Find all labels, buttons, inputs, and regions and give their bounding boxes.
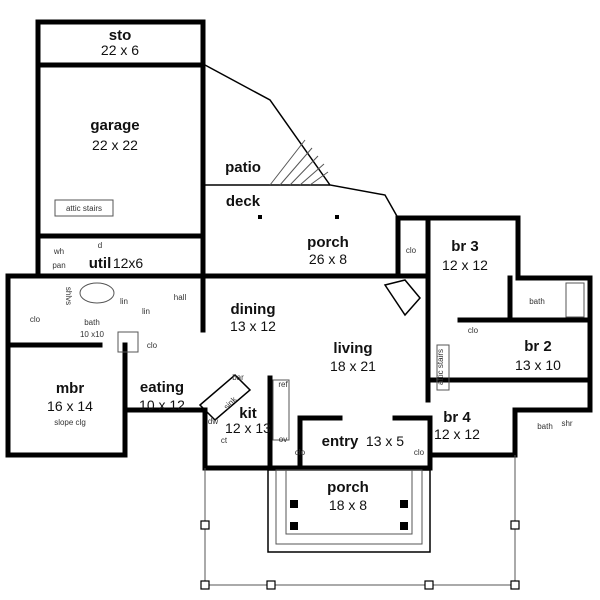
room-garage-name: garage [90, 117, 139, 134]
front-porch-name: porch [327, 479, 369, 496]
master-bath-name: bath [84, 318, 100, 327]
room-sto-dims: 22 x 6 [101, 42, 139, 58]
room-br2-dims: 13 x 10 [515, 357, 561, 373]
room-garage-dims: 22 x 22 [92, 137, 138, 153]
mbr-note: slope clg [54, 418, 86, 427]
rear-porch-name: porch [307, 234, 349, 251]
hall-clo: clo [147, 341, 158, 350]
patio-label: patio [225, 159, 261, 176]
master-bath-dims: 10 x10 [80, 330, 105, 339]
util-d: d [98, 241, 102, 250]
room-br4-name: br 4 [443, 409, 471, 426]
hall-label: hall [174, 293, 187, 302]
room-mbr-name: mbr [56, 380, 85, 397]
room-util-name: util [89, 255, 112, 272]
room-dining-dims: 13 x 12 [230, 318, 276, 334]
entry-clo-right: clo [414, 448, 425, 457]
kit-bar: bar [232, 373, 244, 382]
br2-clo: clo [468, 326, 479, 335]
entry-clo-left: clo [295, 448, 306, 457]
fixtures [54, 199, 585, 441]
kit-sink: sink [222, 394, 239, 411]
garage-attic-stairs: attic stairs [66, 204, 102, 213]
bath-lin-1: lin [120, 297, 128, 306]
room-util-dims: 12x6 [113, 255, 144, 271]
room-br3-dims: 12 x 12 [442, 257, 488, 273]
deck-label: deck [226, 193, 261, 210]
attic-stairs-label: attic stairs [436, 349, 445, 385]
kit-ref: ref [278, 380, 288, 389]
br4-bath: bath [537, 422, 553, 431]
kit-dw: dw [208, 417, 218, 426]
br3-clo: clo [406, 246, 417, 255]
br4-shr: shr [561, 419, 572, 428]
room-living-dims: 18 x 21 [330, 358, 376, 374]
bath-shlvs: shlvs [64, 287, 73, 305]
rear-porch-dims: 26 x 8 [309, 251, 347, 267]
bath-lin-2: lin [142, 307, 150, 316]
room-br4-dims: 12 x 12 [434, 426, 480, 442]
master-clo: clo [30, 315, 41, 324]
util-pan: pan [52, 261, 65, 270]
util-wh: wh [53, 247, 64, 256]
room-dining-name: dining [231, 301, 276, 318]
room-entry-name: entry [322, 433, 359, 450]
room-living-name: living [333, 340, 372, 357]
kit-ct: ct [221, 436, 228, 445]
br2-bath: bath [529, 297, 545, 306]
front-porch-outline [200, 455, 520, 590]
exterior-walls [5, 19, 593, 471]
room-eating-dims: 10 x 12 [139, 397, 185, 413]
front-porch-dims: 18 x 8 [329, 497, 367, 513]
room-entry-dims: 13 x 5 [366, 433, 404, 449]
kit-ov: ov [279, 435, 287, 444]
room-eating-name: eating [140, 379, 184, 396]
room-sto-name: sto [109, 27, 132, 44]
deck-outline [204, 64, 399, 219]
room-kit-dims: 12 x 13 [225, 420, 271, 436]
room-br2-name: br 2 [524, 338, 552, 355]
room-br3-name: br 3 [451, 238, 479, 255]
room-kit-name: kit [239, 405, 257, 422]
room-mbr-dims: 16 x 14 [47, 398, 93, 414]
